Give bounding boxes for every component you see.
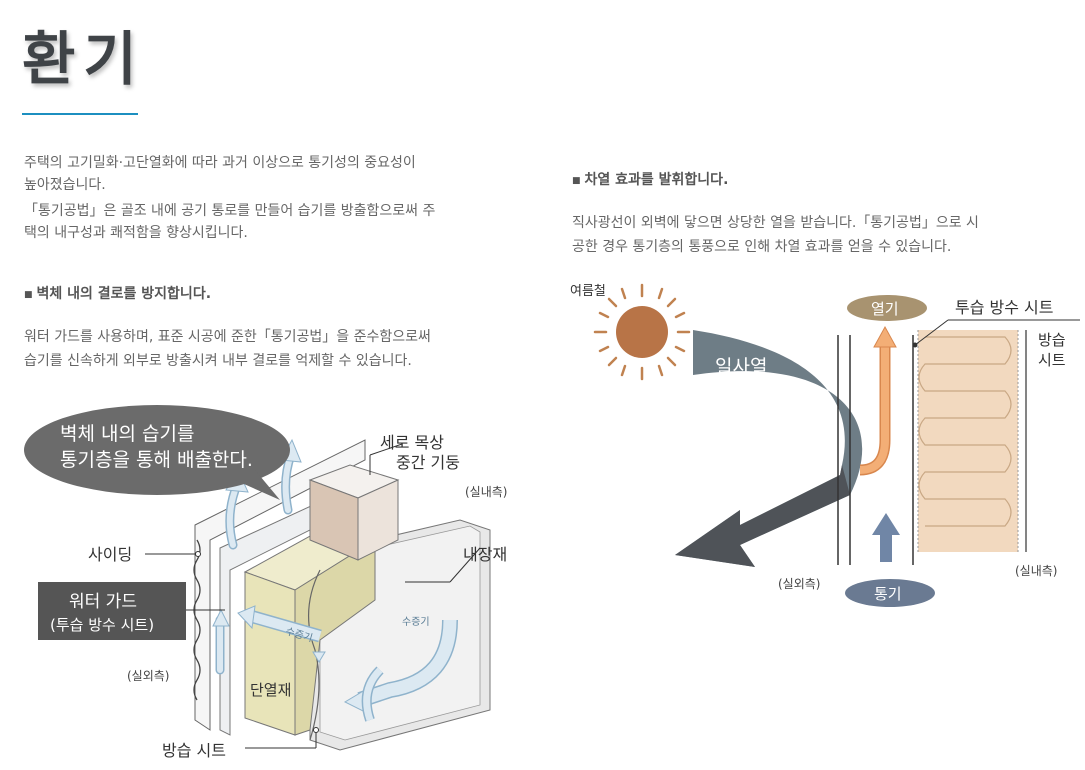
siding-label: 사이딩 <box>88 545 132 564</box>
vapor-label-2: 수증기 <box>402 616 430 628</box>
intro-line: 「통기공법」은 골조 내에 공기 통로를 만들어 습기를 방출함으로써 주 <box>24 203 436 219</box>
ventilation-arrow <box>880 532 892 562</box>
vapor-sheet-label-line2: 시트 <box>1038 351 1066 369</box>
outdoor-label: (실외측) <box>778 577 820 591</box>
title-underline <box>22 113 138 115</box>
square-bullet-icon: ■ <box>24 290 33 300</box>
sun-icon <box>593 283 691 381</box>
siding-board <box>194 439 366 731</box>
insulation-block <box>244 571 296 736</box>
vapor-sheet-label-line1: 방습 <box>1038 331 1066 349</box>
stud-label-line1: 세로 목상 <box>380 433 444 452</box>
heat-shield-diagram: 여름철 일사열 <box>570 283 1080 607</box>
body-line: 워터 가드를 사용하며, 표준 시공에 준한「통기공법」을 준수함으로써 <box>24 329 431 345</box>
wall-diagram: 수증기 수증기 벽체 내의 습기를 통기층을 통해 배출한다. 세로 목상 중간… <box>24 405 507 760</box>
vapor-barrier-line <box>308 569 321 741</box>
insulation-label: 단열재 <box>250 681 291 699</box>
ventilation-pill <box>845 579 935 607</box>
heading-text: 차열 효과를 발휘합니다. <box>584 172 729 188</box>
bubble-line-2: 통기층을 통해 배출한다. <box>60 449 253 471</box>
section-heading-condensation: ■벽체 내의 결로를 방지합니다. <box>24 283 211 303</box>
water-guard-label-box <box>38 582 186 640</box>
callout-bubble <box>24 405 290 495</box>
body-line: 습기를 신속하게 외부로 방출시켜 내부 결로를 억제할 수 있습니다. <box>24 353 412 369</box>
page-title: 환기 <box>22 25 145 93</box>
insulation-panel <box>918 330 1018 552</box>
intro-line: 주택의 고기밀화·고단열화에 따라 과거 이상으로 통기성의 중요성이 <box>24 155 416 171</box>
bubble-line-1: 벽체 내의 습기를 <box>60 423 194 445</box>
square-bullet-icon: ■ <box>572 176 581 186</box>
stud-label-line2: 중간 기둥 <box>396 453 460 472</box>
interior-label: 내장재 <box>463 545 507 564</box>
summer-label: 여름철 <box>570 284 606 299</box>
outdoor-label: (실외측) <box>127 669 169 683</box>
vapor-sheet-label: 방습 시트 <box>162 741 226 760</box>
indoor-label: (실내측) <box>1015 564 1057 578</box>
water-guard-sublabel: (투습 방수 시트) <box>50 616 154 634</box>
body-line: 공한 경우 통기층의 통풍으로 인해 차열 효과를 얻을 수 있습니다. <box>572 239 952 255</box>
intro-line: 택의 내구성과 쾌적함을 향상시킵니다. <box>24 225 248 241</box>
heat-pill <box>847 295 927 321</box>
indoor-label: (실내측) <box>465 485 507 499</box>
intro-line: 높아졌습니다. <box>24 177 106 193</box>
water-guard-label: 워터 가드 <box>69 592 137 612</box>
body-line: 직사광선이 외벽에 닿으면 상당한 열을 받습니다.「통기공법」으로 시 <box>572 215 979 231</box>
breathable-sheet-label: 투습 방수 시트 <box>955 298 1054 317</box>
ventilation-label: 통기 <box>874 585 902 603</box>
section-heading-heat-shield: ■차열 효과를 발휘합니다. <box>572 169 728 189</box>
solar-heat-label: 일사열 <box>715 356 767 378</box>
heading-text: 벽체 내의 결로를 방지합니다. <box>36 286 212 302</box>
heat-label: 열기 <box>871 300 899 318</box>
